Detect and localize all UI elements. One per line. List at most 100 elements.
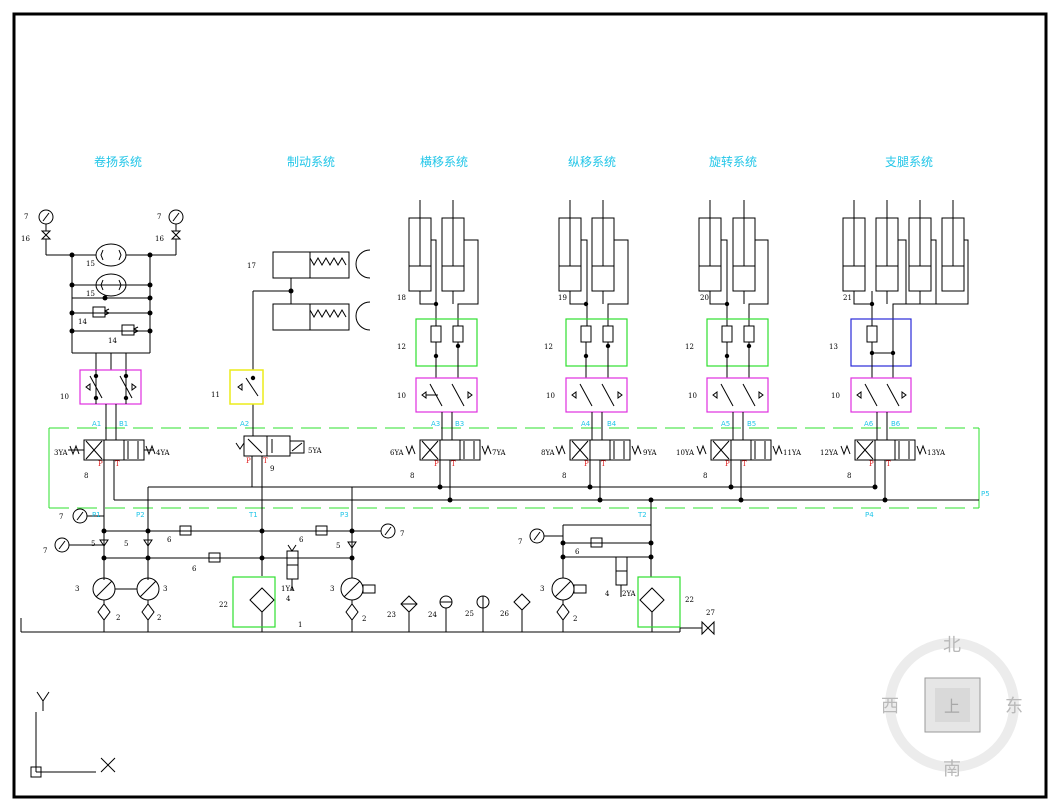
svg-text:P2: P2 <box>136 511 145 519</box>
svg-text:B5: B5 <box>747 420 756 428</box>
svg-text:3: 3 <box>540 585 544 593</box>
compass-east[interactable]: 东 <box>1005 696 1023 717</box>
directional-valves <box>68 435 979 508</box>
hydraulic-lock-rotation <box>706 318 769 367</box>
gauge-cock-icon <box>40 230 52 240</box>
system-title-brake: 制动系统 <box>287 155 335 169</box>
drawing-frame <box>12 12 1048 799</box>
svg-text:10: 10 <box>831 392 840 400</box>
svg-text:3: 3 <box>163 585 167 593</box>
svg-text:A5: A5 <box>721 420 730 428</box>
svg-text:T: T <box>451 460 456 468</box>
svg-text:A6: A6 <box>864 420 874 428</box>
svg-text:7: 7 <box>157 213 161 221</box>
svg-text:6: 6 <box>575 548 580 556</box>
system-title-traverse: 横移系统 <box>420 155 468 169</box>
svg-text:P: P <box>869 460 874 468</box>
svg-text:13YA: 13YA <box>927 449 946 457</box>
svg-text:4YA: 4YA <box>156 449 171 457</box>
svg-text:P5: P5 <box>981 490 990 498</box>
ucs-icon <box>30 691 116 778</box>
svg-text:6: 6 <box>299 536 304 544</box>
hoist-nodes <box>69 252 153 334</box>
svg-text:10: 10 <box>60 393 69 401</box>
svg-text:T: T <box>263 457 268 465</box>
svg-text:25: 25 <box>465 610 474 618</box>
svg-text:3: 3 <box>330 585 334 593</box>
svg-text:5YA: 5YA <box>308 447 323 455</box>
hoist-system <box>38 209 184 370</box>
balance-valve-block-hoist <box>79 369 142 405</box>
lock-nodes <box>433 301 896 359</box>
svg-text:7YA: 7YA <box>492 449 507 457</box>
pump-nodes <box>101 528 654 561</box>
throttle-internals <box>237 377 259 397</box>
svg-text:P: P <box>584 460 589 468</box>
svg-text:3: 3 <box>75 585 79 593</box>
svg-text:15: 15 <box>86 260 95 268</box>
gauge-cock-icon <box>170 230 182 240</box>
svg-text:12YA: 12YA <box>820 449 839 457</box>
svg-text:10: 10 <box>688 392 697 400</box>
port-labels: A1 B1 A2 A3 B3 A4 B4 A5 B5 A6 B6 P1 P2 T… <box>92 420 990 519</box>
svg-text:A4: A4 <box>581 420 591 428</box>
compass-west[interactable]: 西 <box>881 696 899 717</box>
hydraulic-motor-icon <box>95 273 127 297</box>
system-title-outrigger: 支腿系统 <box>885 155 933 169</box>
svg-text:P: P <box>246 457 251 465</box>
svg-text:B4: B4 <box>607 420 617 428</box>
balance-valve-internals-right <box>421 383 907 440</box>
svg-text:4: 4 <box>605 590 610 598</box>
svg-text:2: 2 <box>362 615 366 623</box>
svg-text:16: 16 <box>21 235 30 243</box>
svg-text:1: 1 <box>298 621 302 629</box>
svg-text:20: 20 <box>700 294 709 302</box>
svg-text:23: 23 <box>387 611 396 619</box>
svg-text:A2: A2 <box>240 420 249 428</box>
return-filter-box-1 <box>232 576 276 628</box>
svg-text:A3: A3 <box>431 420 440 428</box>
bus-nodes <box>437 484 888 503</box>
pump-station <box>20 508 715 636</box>
svg-text:2YA: 2YA <box>622 590 637 598</box>
svg-text:B6: B6 <box>891 420 901 428</box>
svg-text:27: 27 <box>706 609 715 617</box>
ucs-y-label: Y <box>0 0 11 4</box>
svg-text:26: 26 <box>500 610 509 618</box>
svg-text:P: P <box>434 460 439 468</box>
svg-text:12: 12 <box>544 343 553 351</box>
throttle-valve-brake <box>229 369 264 405</box>
viewcube[interactable]: 上 北 南 西 东 <box>881 635 1023 780</box>
svg-text:P1: P1 <box>92 511 101 519</box>
svg-text:7: 7 <box>59 513 63 521</box>
svg-text:4: 4 <box>286 595 291 603</box>
svg-text:13: 13 <box>829 343 838 351</box>
svg-text:2: 2 <box>116 614 120 622</box>
compass-south[interactable]: 南 <box>943 759 961 780</box>
svg-text:A1: A1 <box>92 420 101 428</box>
lock-valve-internals <box>430 325 894 378</box>
svg-text:9YA: 9YA <box>643 449 658 457</box>
svg-text:1YA: 1YA <box>281 585 296 593</box>
brake-cylinder-icon <box>272 251 350 279</box>
component-labels: 7 7 16 16 15 15 14 14 10 17 11 18 19 20 … <box>21 213 852 629</box>
svg-text:T: T <box>115 460 120 468</box>
svg-text:B3: B3 <box>455 420 464 428</box>
svg-text:T: T <box>742 460 747 468</box>
svg-text:7: 7 <box>518 538 522 546</box>
hoist-valve-nodes <box>93 373 129 401</box>
svg-text:T: T <box>601 460 606 468</box>
balance-valve-longitudinal <box>565 377 628 413</box>
compass-north[interactable]: 北 <box>943 635 961 656</box>
svg-text:T1: T1 <box>248 511 258 519</box>
system-title-longitudinal: 纵移系统 <box>568 155 616 169</box>
system-title-hoist: 卷扬系统 <box>94 154 142 169</box>
svg-text:10: 10 <box>397 392 406 400</box>
svg-text:17: 17 <box>247 262 256 270</box>
viewcube-center-label: 上 <box>944 697 960 716</box>
svg-text:8: 8 <box>847 472 851 480</box>
return-filter-box-2 <box>637 576 681 628</box>
